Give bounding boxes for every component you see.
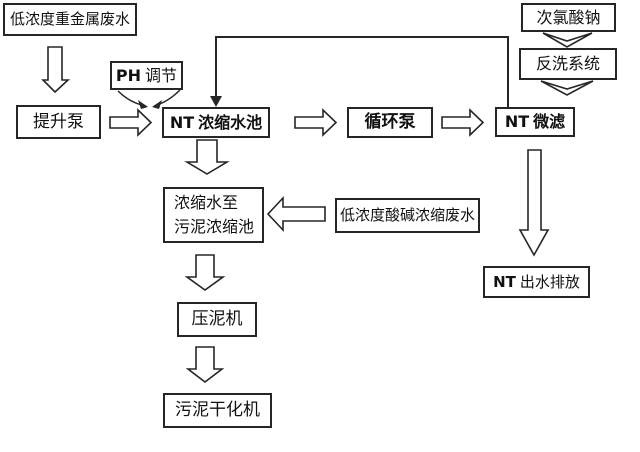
node-circulation-pump: 循环泵	[347, 107, 433, 138]
node-backwash-system-label: 反洗系统	[535, 54, 600, 74]
arrow-conc-water-to-mud-press-icon	[184, 254, 226, 291]
node-nt-outlet-discharge: NT 出水排放	[483, 266, 590, 298]
node-mud-press-label: 压泥机	[191, 309, 243, 330]
node-nt-microfilter: NT 微滤	[495, 107, 575, 137]
node-nt-outlet-label: 出水排放	[519, 272, 580, 291]
node-nt-microfilter-label: 微滤	[533, 112, 566, 132]
node-conc-water-to-sludge-tank: 浓缩水至 污泥浓缩池	[163, 187, 264, 243]
node-sodium-hypochlorite-label: 次氯酸钠	[536, 7, 601, 27]
node-ph-adjust-label: 调节	[145, 65, 178, 85]
node-mud-press: 压泥机	[177, 302, 257, 337]
node-nt-pool-label: 浓缩水池	[198, 112, 263, 132]
node-circulation-pump-label: 循环泵	[364, 112, 416, 133]
node-sludge-dryer-label: 污泥干化机	[175, 400, 260, 421]
arrow-acid-waste-to-conc-water-icon	[266, 195, 326, 233]
arrow-nt-filter-to-nt-outlet-icon	[518, 149, 550, 257]
node-heavy-metal-waste: 低浓度重金属废水	[3, 3, 137, 36]
node-sludge-dryer: 污泥干化机	[163, 393, 272, 428]
chevron-naclo-to-backwash-icon	[542, 32, 593, 48]
arrow-lift-pump-to-nt-pool-icon	[109, 108, 153, 137]
line-nt-filter-to-nt-pool-head-icon	[210, 96, 222, 107]
node-nt-pool-bold: NT	[169, 112, 195, 132]
node-nt-microfilter-bold: NT	[504, 112, 530, 132]
arrow-ph-adjust-right-head-icon	[152, 100, 162, 109]
node-acid-alkali-waste-label: 低浓度酸碱浓缩废水	[339, 206, 475, 225]
chevron-backwash-to-nt-filter-icon	[540, 80, 594, 96]
arrow-nt-pool-to-conc-water-icon	[184, 139, 230, 175]
arrow-ph-adjust-left-head-icon	[138, 100, 148, 109]
node-lift-pump-label: 提升泵	[33, 111, 84, 132]
arrow-nt-pool-to-circ-pump-icon	[294, 108, 338, 137]
node-nt-pool: NT 浓缩水池	[162, 107, 270, 138]
arrow-heavy-metal-to-lift-pump-icon	[41, 46, 71, 94]
node-sodium-hypochlorite: 次氯酸钠	[521, 3, 616, 32]
node-backwash-system: 反洗系统	[519, 48, 617, 80]
node-ph-adjust-bold: PH	[115, 65, 142, 85]
node-acid-alkali-waste: 低浓度酸碱浓缩废水	[335, 198, 480, 233]
node-lift-pump: 提升泵	[16, 105, 101, 139]
node-ph-adjust: PH 调节	[110, 61, 183, 90]
arrow-mud-press-to-sludge-dryer-icon	[185, 346, 225, 384]
node-conc-water-line1: 浓缩水至	[174, 193, 239, 212]
line-nt-filter-to-nt-pool	[215, 36, 509, 107]
arrow-circ-pump-to-nt-filter-icon	[441, 108, 485, 137]
node-conc-water-line2: 污泥浓缩池	[174, 217, 255, 236]
node-nt-outlet-bold: NT	[493, 272, 516, 291]
node-heavy-metal-waste-label: 低浓度重金属废水	[9, 10, 130, 29]
